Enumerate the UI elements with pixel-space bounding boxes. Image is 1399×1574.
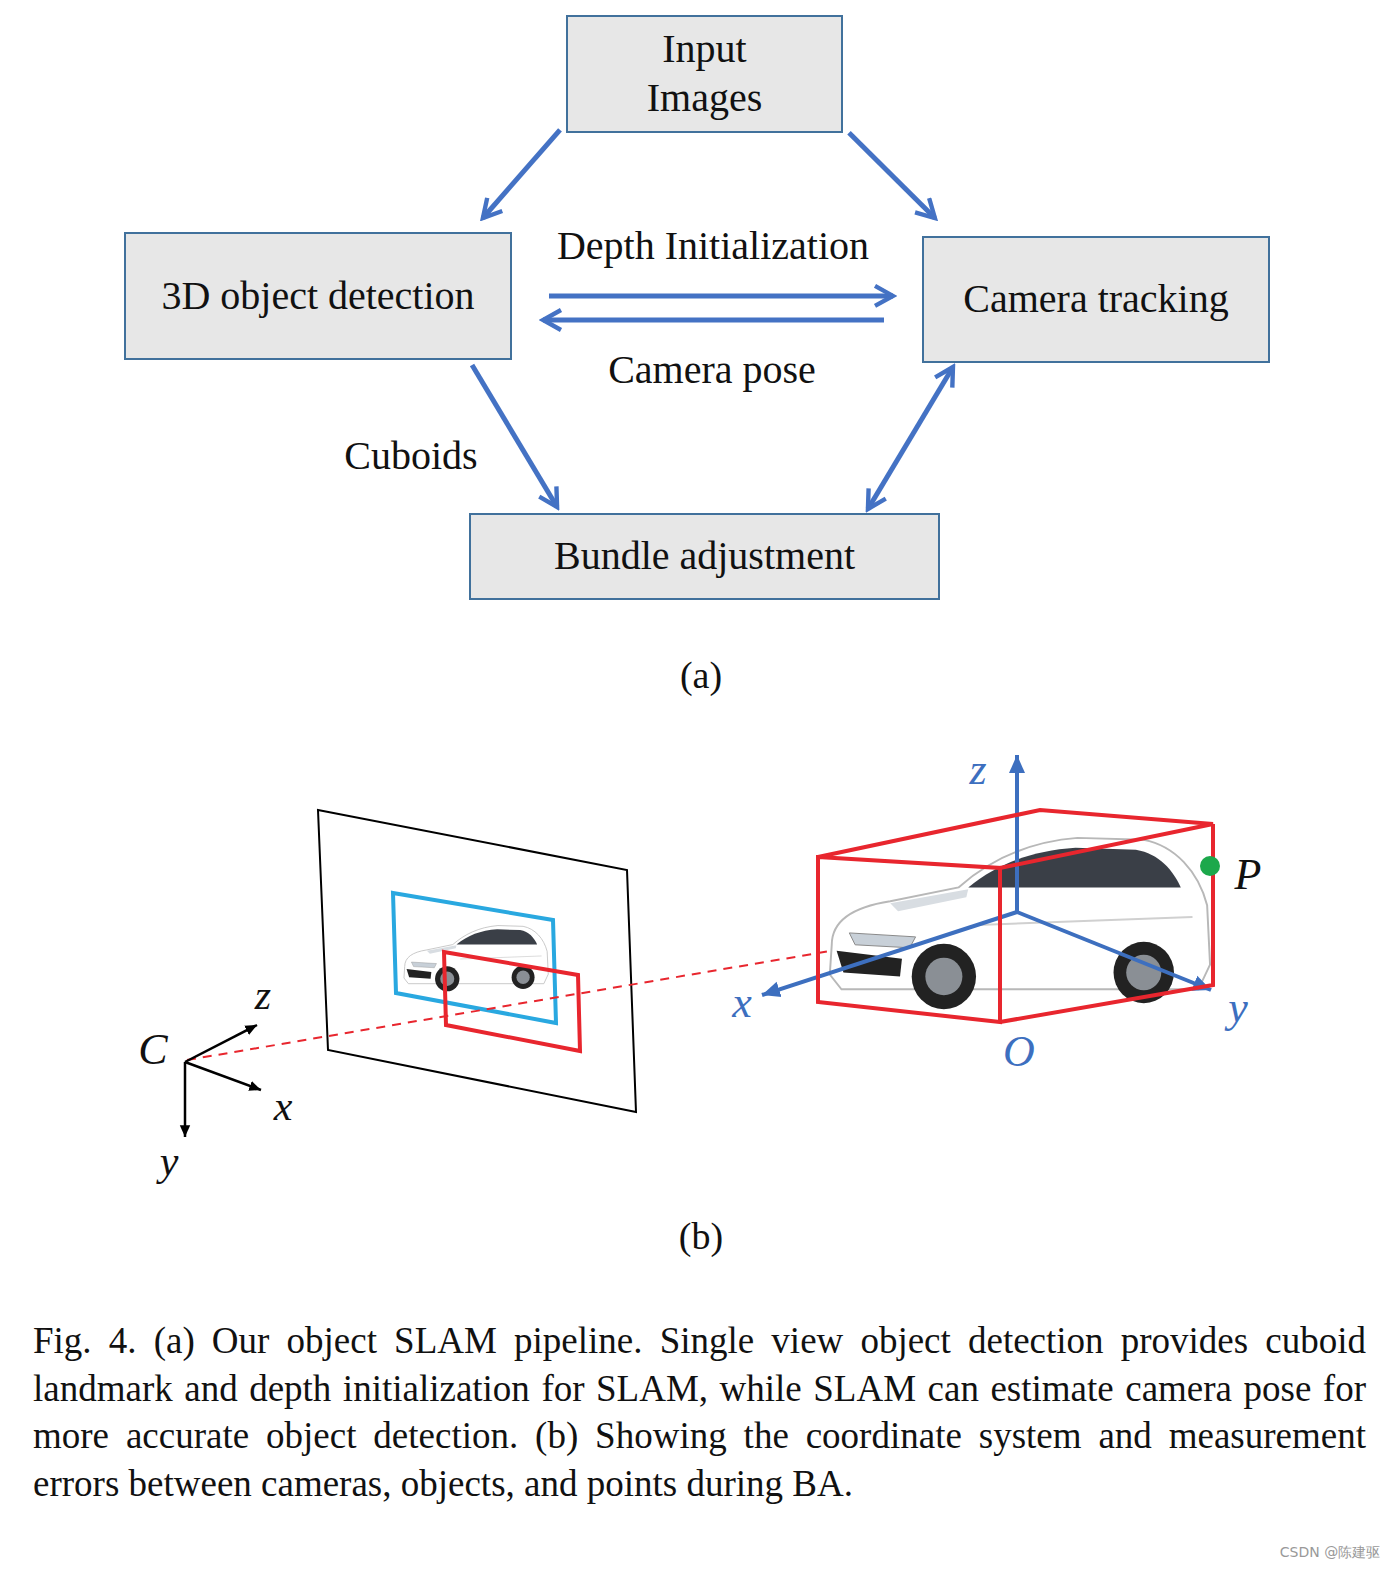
axis-label: z <box>255 972 271 1018</box>
panel-label: (a) <box>680 655 722 697</box>
flow-arrow <box>483 130 560 218</box>
axis-line <box>762 912 1017 995</box>
origin-label: O <box>1003 1028 1035 1076</box>
process-box: Input Images <box>566 15 843 133</box>
process-box: Camera tracking <box>922 236 1270 363</box>
flow-arrow <box>849 133 935 218</box>
axis-line <box>1015 755 1019 912</box>
process-box: Bundle adjustment <box>469 513 940 600</box>
axis-label: x <box>274 1083 293 1129</box>
projection-ray <box>187 940 895 1060</box>
axis-line <box>185 1025 257 1062</box>
flow-arrow <box>472 365 557 507</box>
edge-label: Camera pose <box>605 346 819 394</box>
axis-line <box>1017 912 1211 990</box>
point-label: P <box>1235 851 1262 899</box>
flow-arrow <box>543 317 884 322</box>
flow-arrow <box>549 293 893 298</box>
axis-label: x <box>732 979 752 1027</box>
projected-box <box>444 952 580 1051</box>
box-text: Bundle adjustment <box>554 532 855 581</box>
image-plane <box>318 810 636 1112</box>
box-text: Camera tracking <box>963 275 1228 324</box>
flow-arrow <box>868 367 953 509</box>
box-text: 3D object detection <box>161 272 474 321</box>
cuboid-edge <box>1000 824 1213 1022</box>
panel-label: (b) <box>679 1216 723 1258</box>
axis-label: y <box>160 1138 179 1184</box>
cuboid-face <box>818 857 1000 1022</box>
point-marker <box>1200 856 1220 876</box>
axis-line <box>184 1062 187 1137</box>
watermark: CSDN @陈建驱 <box>1280 1545 1380 1560</box>
edge-label: Depth Initialization <box>554 222 872 270</box>
cuboid-edge <box>818 810 1213 868</box>
camera-label: C <box>138 1026 167 1074</box>
box-text: Input Images <box>617 25 792 123</box>
axis-line <box>185 1062 261 1090</box>
axis-label: z <box>969 746 986 794</box>
edge-label: Cuboids <box>341 432 480 480</box>
figure-caption: Fig. 4. (a) Our object SLAM pipeline. Si… <box>33 1317 1366 1507</box>
process-box: 3D object detection <box>124 232 512 360</box>
axis-label: y <box>1228 984 1248 1032</box>
